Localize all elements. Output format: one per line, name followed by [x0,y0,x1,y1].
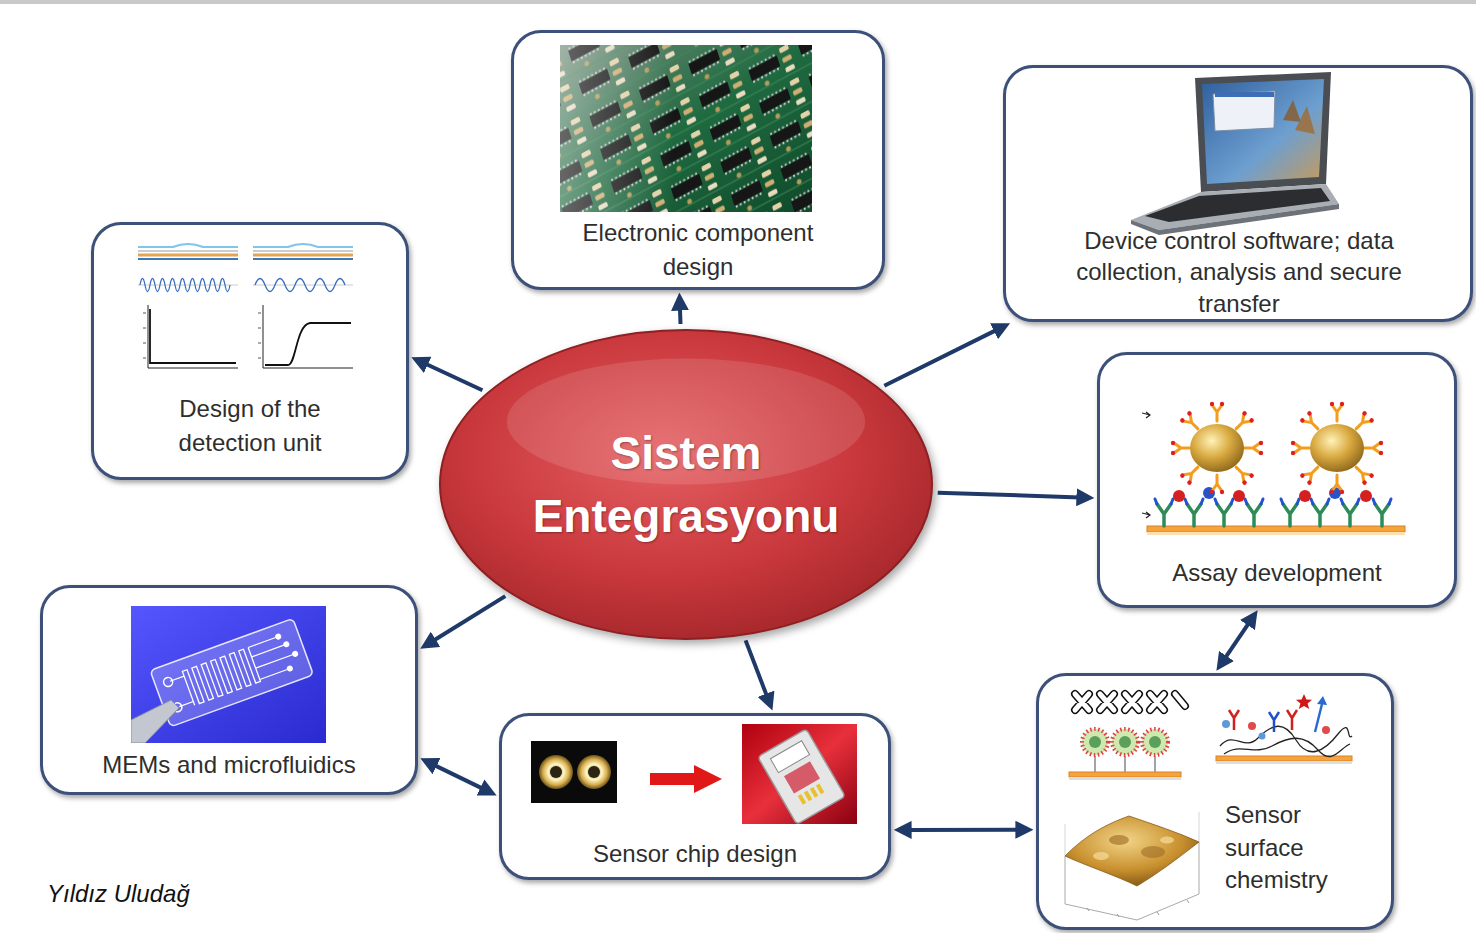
topic-box: MEMs and microfluidics [40,585,418,795]
box-label: Electronic component design [558,216,838,283]
text-area: Design of the detection unit [151,385,349,467]
circuit-board-photo [560,45,812,212]
text-area: Device control software; data collection… [1044,224,1434,320]
connector-arrow [746,640,768,697]
topic-box: Electronic component design [511,30,885,290]
box-label: Sensor surface chemistry [1225,799,1370,896]
connector-arrow [678,307,683,324]
laptop-picture [1125,70,1341,236]
box-label: Sensor chip design [509,837,881,871]
topic-box: Assay development [1097,352,1457,608]
text-area: Assay development [1107,551,1447,595]
connector-arrow [433,765,483,790]
connector-arrow [1225,622,1250,659]
box-label: MEMs and microfluidics [50,748,408,782]
box-label: Device control software; data collection… [1044,225,1434,319]
box-label: Assay development [1107,556,1447,590]
connector-arrow [884,330,997,386]
topic-box: Device control software; data collection… [1003,65,1473,322]
connector-arrow [938,493,1080,498]
topic-box: Sensor surface chemistry [1036,673,1394,930]
topic-box: Design of the detection unit [91,222,409,480]
text-area: Sistem Entegrasyonu [497,387,875,582]
text-area: MEMs and microfluidics [50,744,408,786]
microfluidic-chip-photo [131,606,326,743]
ellipse-shape [437,327,935,642]
sensor-chip-pictures [502,716,888,834]
connector-arrow [424,363,482,390]
detection-plots [138,243,358,378]
box-label: Design of the detection unit [151,392,349,459]
text-area: Sensor chip design [509,834,881,874]
central-ellipse: Sistem Entegrasyonu [437,327,935,642]
connector-arrow [908,828,1019,832]
top-rule [0,0,1476,4]
text-area: Electronic component design [558,213,838,287]
central-title: Sistem Entegrasyonu [497,422,875,546]
surface-chemistry-pictures [1039,676,1391,927]
connector-arrow [433,596,506,641]
text-area: Sensor surface chemistry [1225,784,1370,912]
assay-illustration [1142,393,1412,543]
topic-box: Sensor chip design [499,713,891,880]
credit-label: Yıldız Uludağ [47,880,190,908]
